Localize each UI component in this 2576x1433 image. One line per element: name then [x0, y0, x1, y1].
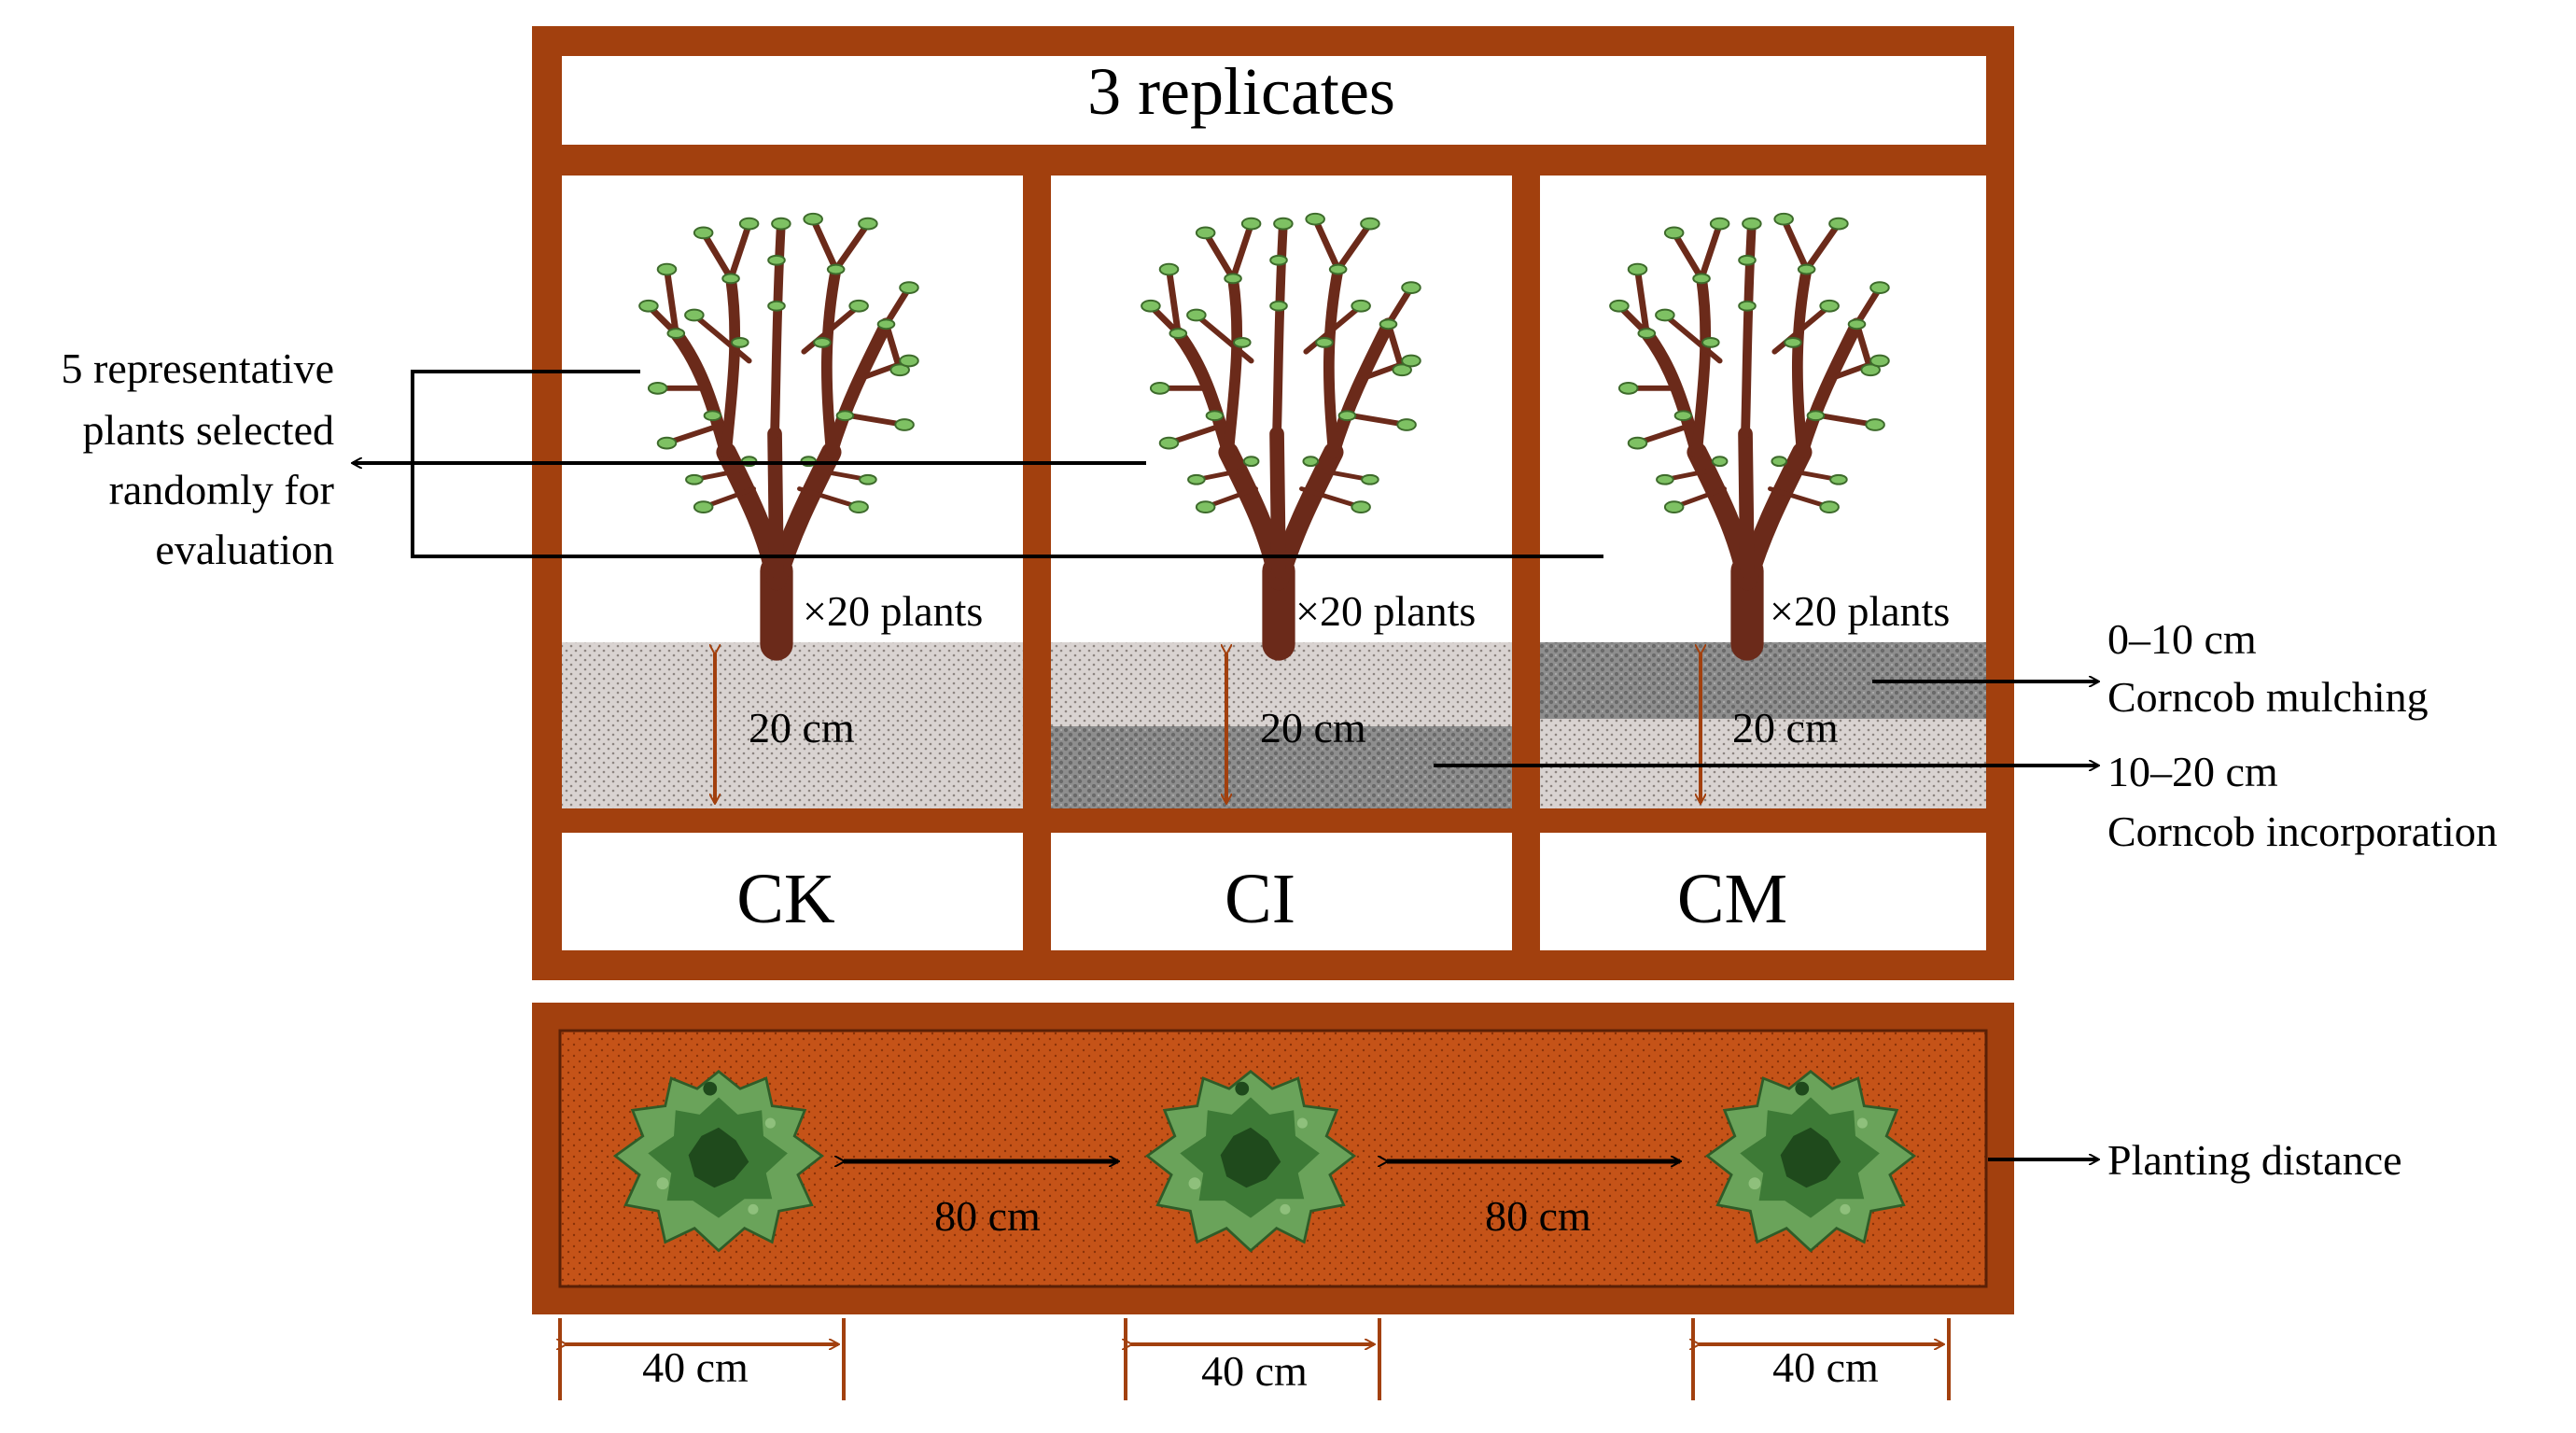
panel-cm: 20 cm ×20 plants [1540, 176, 1986, 808]
spacing-label-1: 80 cm [934, 1192, 1041, 1240]
soil-layer [562, 642, 1023, 808]
planting-distance-label: Planting distance [2107, 1136, 2402, 1184]
width-label-1: 40 cm [642, 1343, 749, 1391]
header-box [562, 56, 1986, 145]
label-box-cm [1540, 833, 1986, 950]
width-dimension-2: 40 cm [1126, 1318, 1381, 1400]
layer-labels: 0–10 cm Corncob mulching 10–20 cm Cornco… [1434, 615, 2498, 855]
label-box-ck [562, 833, 1023, 950]
mulching-name: Corncob mulching [2107, 673, 2429, 721]
incorporation-name: Corncob incorporation [2107, 808, 2498, 855]
selection-note: 5 representative plants selected randoml… [62, 344, 334, 573]
panel-ck: 20 cm ×20 plants [562, 176, 1023, 808]
spacing-label-2: 80 cm [1485, 1192, 1591, 1240]
plants-label: ×20 plants [1770, 587, 1950, 635]
width-dimension-3: 40 cm [1693, 1318, 1951, 1400]
width-dimension-1: 40 cm [560, 1318, 846, 1400]
mulching-depth: 0–10 cm [2107, 615, 2257, 663]
selection-note-line2: plants selected [82, 406, 334, 454]
selection-note-line1: 5 representative [62, 344, 334, 392]
depth-label: 20 cm [749, 704, 855, 752]
selection-note-line4: evaluation [155, 526, 334, 573]
width-label-2: 40 cm [1201, 1347, 1308, 1395]
depth-label: 20 cm [1732, 704, 1839, 752]
treatment-label-cm: CM [1677, 860, 1787, 938]
incorporation-depth: 10–20 cm [2107, 748, 2278, 795]
selection-bracket [353, 370, 1603, 558]
panel-ci: 20 cm ×20 plants [1051, 176, 1512, 808]
plants-label: ×20 plants [1295, 587, 1476, 635]
treatment-label-ci: CI [1225, 860, 1295, 938]
treatment-label-ck: CK [736, 860, 835, 938]
plants-label: ×20 plants [803, 587, 983, 635]
width-label-3: 40 cm [1772, 1343, 1879, 1391]
depth-label: 20 cm [1260, 704, 1366, 752]
label-box-ci [1051, 833, 1512, 950]
header-title: 3 replicates [1087, 54, 1395, 129]
selection-note-line3: randomly for [109, 466, 334, 513]
